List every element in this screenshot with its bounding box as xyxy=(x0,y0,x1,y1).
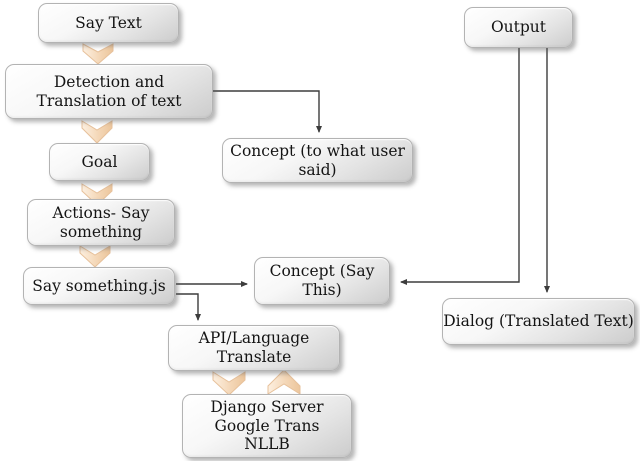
node-label: Output xyxy=(490,18,547,37)
node-concept-to-what-user-said: Concept (to what user said) xyxy=(222,138,413,183)
node-label: API/Language Translate xyxy=(198,329,310,366)
chevron-down-icon xyxy=(79,245,111,268)
chevron-down-icon xyxy=(81,183,113,206)
node-label: Django Server Google Trans NLLB xyxy=(210,397,324,454)
node-actions-say-something: Actions- Say something xyxy=(27,199,175,246)
node-goal: Goal xyxy=(49,143,150,181)
chevron-down-icon xyxy=(82,43,114,65)
node-label: Concept (to what user said) xyxy=(230,141,405,179)
node-say-text: Say Text xyxy=(38,3,179,43)
node-label: Dialog (Translated Text) xyxy=(443,312,634,331)
node-concept-say-this: Concept (Say This) xyxy=(254,257,390,305)
arrow-detection-to-concept-user xyxy=(213,90,322,133)
arrow-output-to-concept-say xyxy=(400,48,520,285)
node-label: Concept (Say This) xyxy=(269,262,375,299)
node-say-something-js: Say something.js xyxy=(23,267,175,305)
node-output: Output xyxy=(464,7,573,48)
chevron-up-icon xyxy=(267,369,301,395)
node-dialog-translated-text: Dialog (Translated Text) xyxy=(442,298,635,345)
node-label: Say something.js xyxy=(32,276,166,295)
node-label: Actions- Say something xyxy=(52,203,150,241)
node-label: Detection and Translation of text xyxy=(36,72,182,110)
node-api-language-translate: API/Language Translate xyxy=(168,325,340,371)
chevron-down-icon xyxy=(212,371,246,396)
chevron-down-icon xyxy=(81,120,113,144)
node-detection-translation: Detection and Translation of text xyxy=(5,64,213,119)
arrow-saysomethingjs-to-api xyxy=(176,293,201,321)
node-django-server: Django Server Google Trans NLLB xyxy=(182,394,352,458)
node-label: Say Text xyxy=(75,13,142,32)
node-label: Goal xyxy=(81,152,118,171)
